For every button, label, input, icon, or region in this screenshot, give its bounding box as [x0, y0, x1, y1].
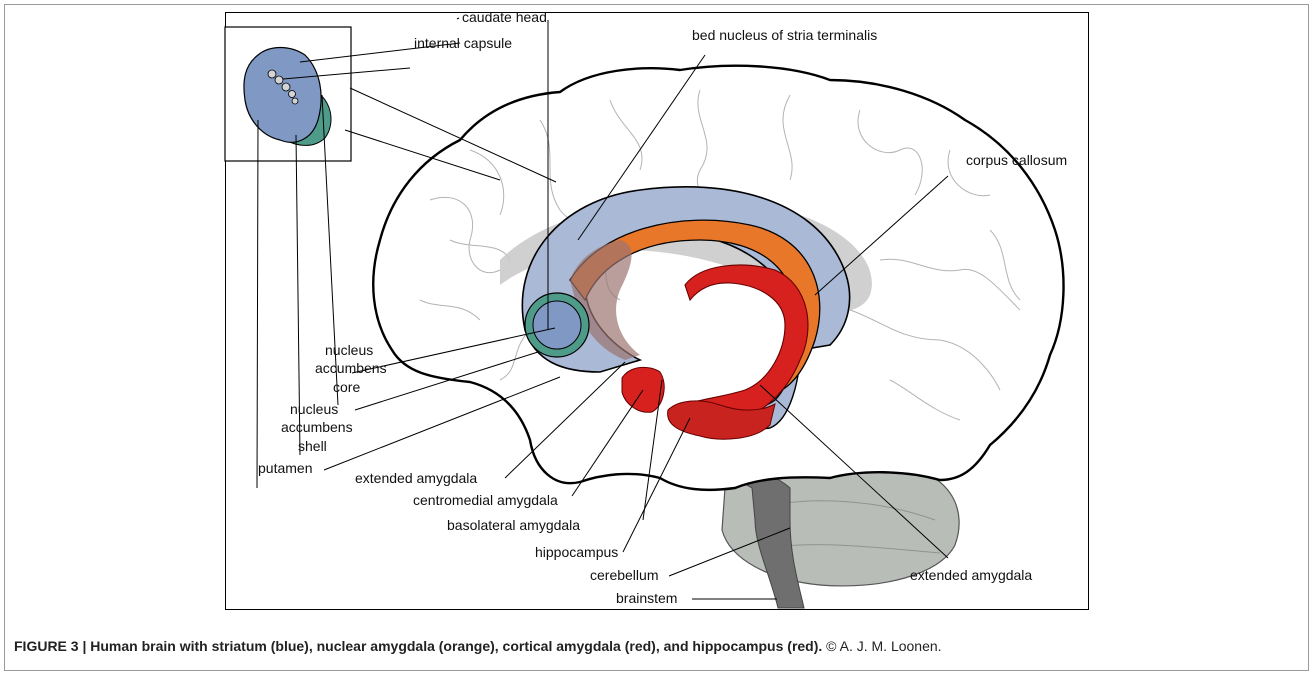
label-bed-nucleus: bed nucleus of stria terminalis [692, 27, 877, 43]
caption-credit: © A. J. M. Loonen. [822, 638, 941, 654]
label-nac-shell-2: accumbens [281, 419, 353, 435]
label-nac-core-1: nucleus [325, 342, 373, 358]
label-nac-shell-1: nucleus [290, 401, 338, 417]
figure-caption: FIGURE 3 | Human brain with striatum (bl… [14, 638, 942, 654]
caption-title: FIGURE 3 | Human brain with striatum (bl… [14, 638, 822, 654]
label-nac-shell-3: shell [298, 438, 327, 454]
label-extended-amygdala-right: extended amygdala [910, 567, 1032, 583]
label-hippocampus: hippocampus [535, 544, 618, 560]
label-corpus-callosum: corpus callosum [966, 152, 1067, 168]
label-caudate-head: caudate head [462, 9, 547, 25]
label-cerebellum: cerebellum [590, 567, 658, 583]
label-putamen: putamen [258, 460, 312, 476]
label-nac-core-3: core [333, 379, 360, 395]
label-extended-amygdala-left: extended amygdala [355, 470, 477, 486]
label-internal-capsule: internal capsule [414, 35, 512, 51]
label-brainstem: brainstem [616, 590, 677, 606]
label-nac-core-2: accumbens [315, 360, 387, 376]
label-basolateral-amygdala: basolateral amygdala [447, 517, 580, 533]
label-centromedial-amygdala: centromedial amygdala [413, 492, 558, 508]
nucleus-accumbens-core-shape [533, 301, 581, 349]
